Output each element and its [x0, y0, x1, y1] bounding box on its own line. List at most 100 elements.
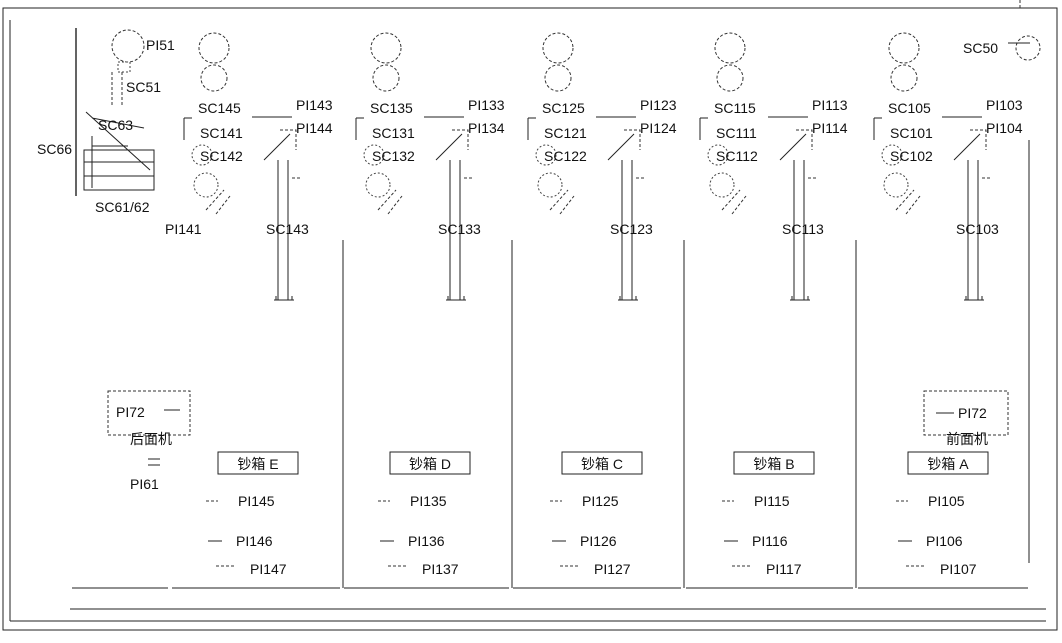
unit-3-roller-2 — [716, 64, 744, 92]
unit-2-bracket — [527, 117, 536, 140]
unit-2-cassette-box — [561, 451, 643, 475]
unit-2-roller-3 — [535, 144, 557, 166]
unit-4-label-pi-2: PI106 — [926, 533, 963, 549]
unit-1-gate — [452, 129, 469, 150]
unit-1-cassette-label: 钞箱 D — [409, 456, 451, 472]
unit-1-roller-2 — [372, 64, 400, 92]
unit-2-roller-4 — [537, 172, 563, 198]
unit-1-label-pi-b: PI134 — [468, 120, 505, 136]
unit-3-gate — [796, 129, 813, 150]
unit-4-roller-4 — [883, 172, 909, 198]
unit-2-gate — [624, 129, 641, 150]
label-sc50: SC50 — [963, 40, 998, 56]
unit-3-label-pi-2: PI116 — [752, 533, 788, 549]
unit-4-roller-3 — [881, 144, 903, 166]
unit-2-label-pi-1: PI125 — [582, 493, 619, 509]
rear-panel-label: 后面机 — [130, 431, 172, 447]
label-pi51: PI51 — [146, 37, 175, 53]
unit-4-label-sc-a: SC105 — [888, 100, 931, 116]
roller-pi51 — [111, 29, 145, 63]
unit-4-bracket — [873, 117, 882, 140]
unit-3-roller-4 — [709, 172, 735, 198]
unit-3-roller-top — [714, 32, 746, 64]
unit-1-label-pi-1: PI135 — [410, 493, 447, 509]
unit-4-roller-2 — [890, 64, 918, 92]
unit-2-label-sc-b: SC121 — [544, 125, 587, 141]
unit-3-diverter — [779, 133, 807, 161]
diverter-sc63 — [85, 111, 151, 171]
feed-path — [111, 72, 123, 105]
unit-1-diverter — [435, 133, 463, 161]
label-sc51: SC51 — [126, 79, 161, 95]
unit-0-label-sc-b: SC141 — [200, 125, 243, 141]
stacker-bracket — [91, 136, 128, 188]
unit-1-label-sc-c: SC132 — [372, 148, 415, 164]
unit-0-roller-2 — [200, 64, 228, 92]
unit-1-roller-3 — [363, 144, 385, 166]
unit-0-label-pi-2: PI146 — [236, 533, 273, 549]
stacker-sc61 — [83, 149, 155, 191]
unit-4-label-pi-a: PI103 — [986, 97, 1023, 113]
unit-4-diverter — [953, 133, 981, 161]
unit-4-cassette-box — [907, 451, 989, 475]
unit-0-label-sc-c: SC142 — [200, 148, 243, 164]
rear-pi72-label: PI72 — [116, 404, 145, 420]
unit-0-channel-foot — [274, 296, 294, 301]
unit-3-roller-3 — [707, 144, 729, 166]
unit-3-label-pi-b: PI114 — [812, 120, 848, 136]
unit-2-label-sc-a: SC125 — [542, 100, 585, 116]
unit-1-cassette-box — [389, 451, 471, 475]
unit-3-label-sc-col: SC113 — [782, 221, 824, 237]
unit-3-cassette-label: 钞箱 B — [753, 456, 794, 472]
unit-1-label-sc-col: SC133 — [438, 221, 481, 237]
unit-2-roller-2 — [544, 64, 572, 92]
unit-4-label-sc-col: SC103 — [956, 221, 999, 237]
pi61-label: PI61 — [130, 476, 159, 492]
unit-4-label-pi-1: PI105 — [928, 493, 965, 509]
unit-0-roller-top — [198, 32, 230, 64]
unit-4-label-sc-b: SC101 — [890, 125, 933, 141]
label-sc63: SC63 — [98, 117, 133, 133]
unit-0-roller-4 — [193, 172, 219, 198]
rear-machine-panel — [107, 390, 191, 436]
unit-1-label-pi-3: PI137 — [422, 561, 459, 577]
unit-0-label-pi-3: PI147 — [250, 561, 287, 577]
unit-2-label-sc-col: SC123 — [610, 221, 653, 237]
unit-4-label-pi-b: PI104 — [986, 120, 1023, 136]
unit-4-roller-top — [888, 32, 920, 64]
unit-0-label-pi-a: PI143 — [296, 97, 333, 113]
unit-0-diverter — [263, 133, 291, 161]
unit-4-label-sc-c: SC102 — [890, 148, 933, 164]
unit-1-label-pi-2: PI136 — [408, 533, 445, 549]
unit-1-roller-4 — [365, 172, 391, 198]
unit-2-feed — [549, 189, 575, 215]
unit-3-cassette-box — [733, 451, 815, 475]
unit-4-channel-foot — [964, 296, 984, 301]
unit-2-label-sc-c: SC122 — [544, 148, 587, 164]
front-panel-label: 前面机 — [946, 431, 988, 447]
unit-3-label-pi-a: PI113 — [812, 97, 848, 113]
unit-3-label-sc-b: SC111 — [716, 125, 757, 141]
unit-0-label-sc-col: SC143 — [266, 221, 309, 237]
sensor-sc51 — [117, 61, 131, 73]
unit-2-label-pi-b: PI124 — [640, 120, 677, 136]
unit-0-label-sc-a: SC145 — [198, 100, 241, 116]
unit-2-channel-foot — [618, 296, 638, 301]
label-sc66: SC66 — [37, 141, 72, 157]
unit-0-label-pi-bottom: PI141 — [165, 221, 202, 237]
unit-3-label-pi-1: PI115 — [754, 493, 790, 509]
unit-0-label-pi-1: PI145 — [238, 493, 275, 509]
unit-2-label-pi-a: PI123 — [640, 97, 677, 113]
unit-3-label-pi-3: PI117 — [766, 561, 802, 577]
unit-1-label-sc-a: SC135 — [370, 100, 413, 116]
unit-3-bracket — [699, 117, 708, 140]
unit-2-label-pi-3: PI127 — [594, 561, 631, 577]
unit-3-feed — [721, 189, 747, 215]
unit-4-cassette-label: 钞箱 A — [927, 456, 969, 472]
unit-0-feed — [205, 189, 231, 215]
unit-4-feed — [895, 189, 921, 215]
front-pi72-label: PI72 — [958, 405, 987, 421]
unit-2-diverter — [607, 133, 635, 161]
unit-0-cassette-box — [217, 451, 299, 475]
